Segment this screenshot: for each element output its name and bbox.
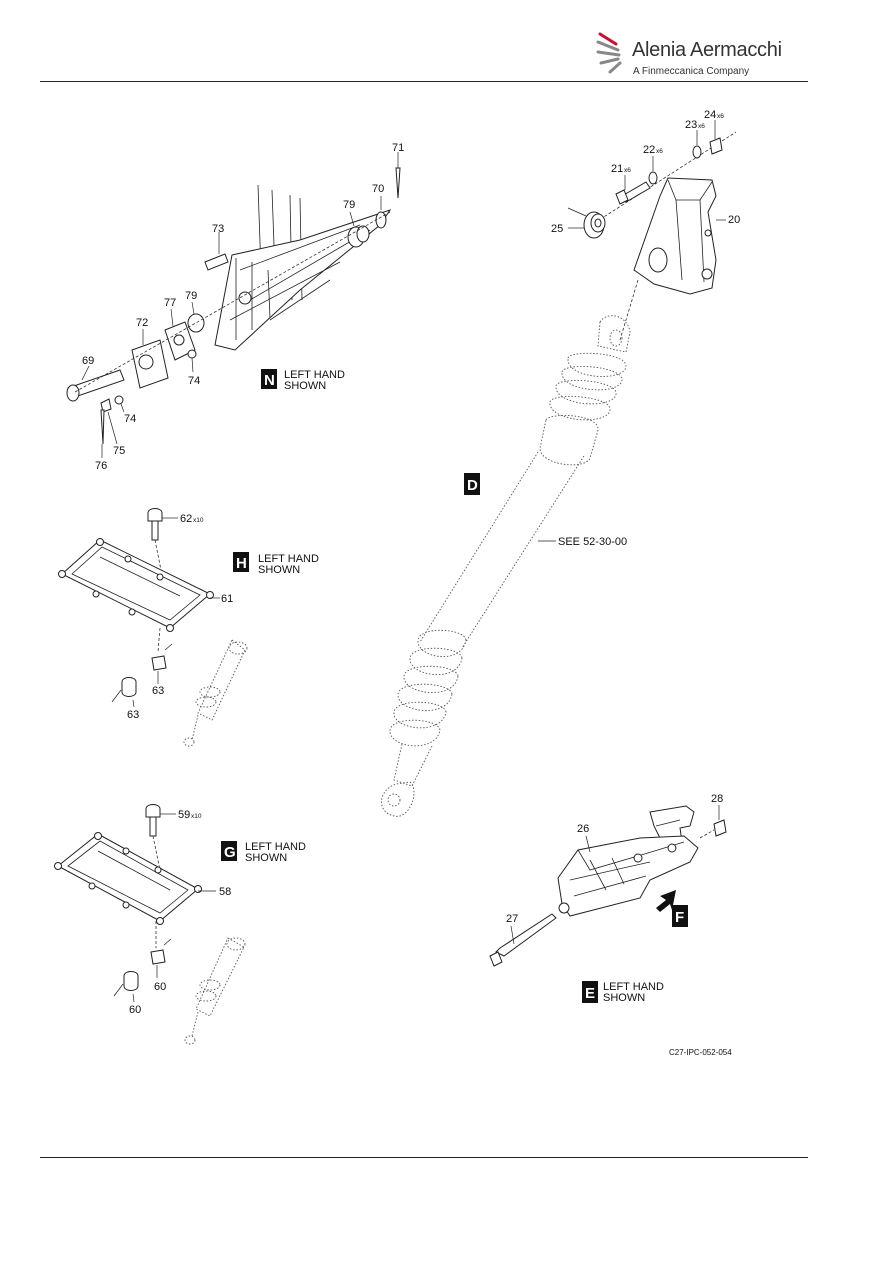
- callout-60-left: 60: [129, 1004, 141, 1016]
- callout-73: 73: [212, 223, 224, 235]
- callout-75: 75: [113, 445, 125, 457]
- callout-70: 70: [372, 183, 384, 195]
- view-g-letter: G: [224, 844, 236, 861]
- callout-74-left: 74: [124, 413, 136, 425]
- swoosh-logo-icon: [596, 32, 622, 74]
- callout-23-qty: x6: [698, 123, 705, 130]
- callout-60-right: 60: [154, 981, 166, 993]
- view-h-note-line1: LEFT HAND: [258, 553, 319, 565]
- view-f-arrow-icon: [656, 890, 676, 912]
- footer-rule: [40, 1157, 808, 1158]
- view-d-letter: D: [467, 477, 478, 494]
- view-h-letter: H: [236, 555, 247, 572]
- callout-28: 28: [711, 793, 723, 805]
- view-e-assembly: [489, 805, 727, 967]
- callout-76: 76: [95, 460, 107, 472]
- view-f-badge: [672, 905, 688, 927]
- callout-20: 20: [728, 214, 740, 226]
- view-h-assembly: [58, 508, 248, 747]
- view-g-note-line2: SHOWN: [245, 852, 287, 864]
- callout-24-qty: x6: [717, 113, 724, 120]
- view-e-note-line2: SHOWN: [603, 992, 645, 1004]
- callout-27: 27: [506, 913, 518, 925]
- callout-59-qty: x10: [191, 813, 202, 820]
- callout-77: 77: [164, 297, 176, 309]
- callout-62: 62: [180, 513, 192, 525]
- callout-58: 58: [219, 886, 231, 898]
- view-h-badge: [233, 552, 249, 572]
- view-n-note-line2: SHOWN: [284, 380, 326, 392]
- brand-block: Alenia Aermacchi A Finmeccanica Company: [596, 28, 796, 80]
- callout-25: 25: [551, 223, 563, 235]
- callout-61: 61: [221, 593, 233, 605]
- callout-23: 23: [685, 119, 697, 131]
- view-n-letter: N: [264, 372, 275, 389]
- view-e-letter: E: [585, 985, 595, 1002]
- callout-21: 21: [611, 163, 623, 175]
- see-reference-note: SEE 52-30-00: [558, 536, 627, 548]
- brand-name: Alenia Aermacchi: [632, 39, 782, 61]
- view-n-assembly: [66, 152, 401, 458]
- callout-71: 71: [392, 142, 404, 154]
- callout-74-right: 74: [188, 375, 200, 387]
- brand-tagline: A Finmeccanica Company: [633, 66, 750, 77]
- header-rule: [40, 81, 808, 82]
- figure-id: C27-IPC-052-054: [669, 1048, 732, 1057]
- callout-63-right: 63: [152, 685, 164, 697]
- callout-79-upper: 79: [343, 199, 355, 211]
- callout-69: 69: [82, 355, 94, 367]
- view-d-badge: [464, 473, 480, 495]
- callout-79-lower: 79: [185, 290, 197, 302]
- callout-59: 59: [178, 809, 190, 821]
- view-d-assembly: [381, 120, 737, 817]
- view-g-assembly: [54, 804, 246, 1045]
- view-f-letter: F: [675, 909, 684, 926]
- callout-63-left: 63: [127, 709, 139, 721]
- view-g-badge: [221, 841, 237, 861]
- view-e-note-line1: LEFT HAND: [603, 981, 664, 993]
- view-h-note-line2: SHOWN: [258, 564, 300, 576]
- view-g-note-line1: LEFT HAND: [245, 841, 306, 853]
- callout-21-qty: x6: [624, 167, 631, 174]
- callout-72: 72: [136, 317, 148, 329]
- view-e-badge: [582, 981, 598, 1003]
- view-n-note-line1: LEFT HAND: [284, 369, 345, 381]
- callout-24: 24: [704, 109, 716, 121]
- callout-22-qty: x6: [656, 148, 663, 155]
- callout-22: 22: [643, 144, 655, 156]
- callout-62-qty: x10: [193, 517, 204, 524]
- callout-26: 26: [577, 823, 589, 835]
- view-n-badge: [261, 369, 277, 389]
